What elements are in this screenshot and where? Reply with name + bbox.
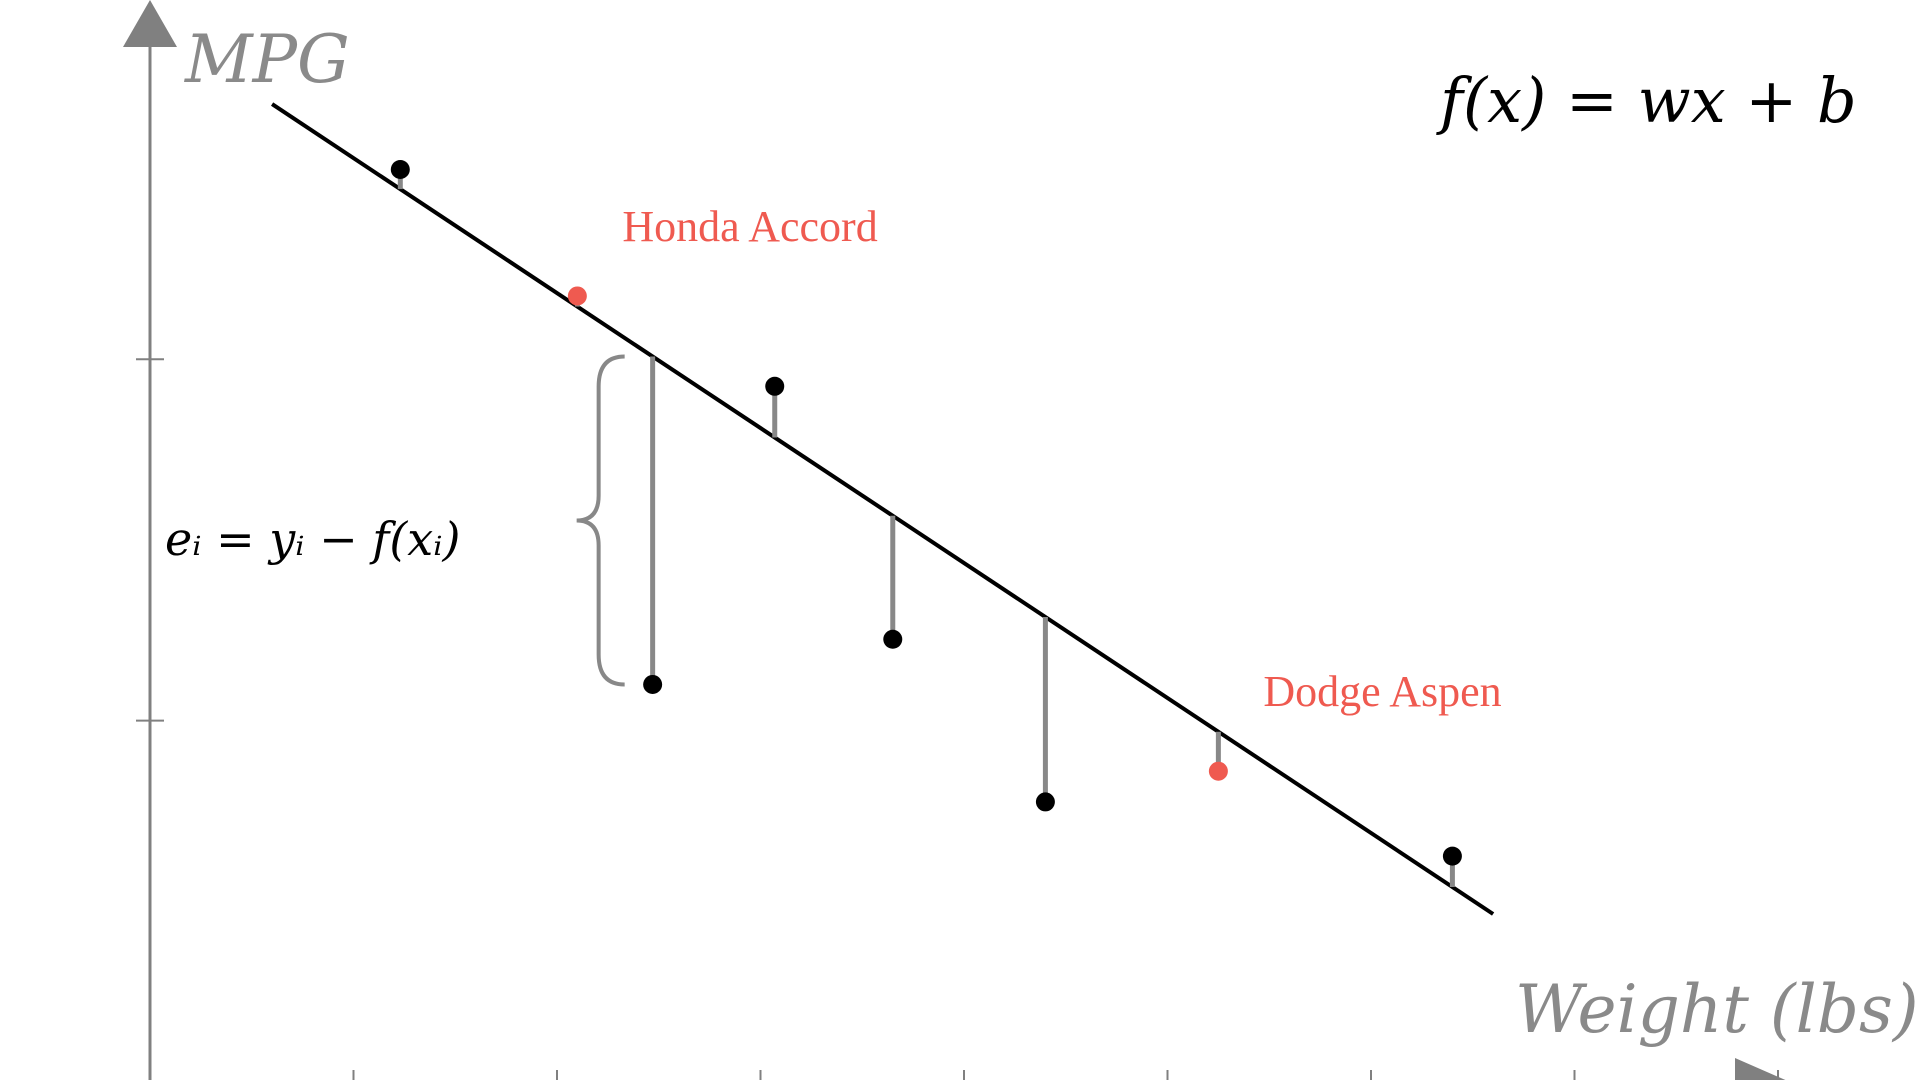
data-point: [390, 159, 410, 179]
data-point: [883, 629, 903, 649]
data-point: [643, 674, 663, 694]
car-label: Dodge Aspen: [1263, 667, 1501, 716]
x-axis-title: Weight (lbs): [1515, 971, 1919, 1048]
axis-ticks: [136, 358, 1779, 1080]
data-point: [1442, 846, 1462, 866]
data-points: [390, 159, 1462, 866]
highlighted-data-point: [1208, 761, 1228, 781]
model-formula: f(x) = wx + b: [1436, 64, 1857, 137]
regression-line: [270, 102, 1495, 916]
car-label: Honda Accord: [622, 202, 877, 251]
residual-formula: eᵢ = yᵢ − f(xᵢ): [165, 512, 460, 566]
data-point: [1035, 792, 1055, 812]
y-axis-arrow: [123, 0, 177, 47]
x-axis-arrow: [1735, 1058, 1786, 1080]
residual-lines: [397, 169, 1455, 887]
highlighted-data-point: [567, 286, 587, 306]
residual-brace: [576, 354, 625, 687]
y-axis-title: MPG: [184, 21, 350, 98]
data-point: [765, 376, 785, 396]
